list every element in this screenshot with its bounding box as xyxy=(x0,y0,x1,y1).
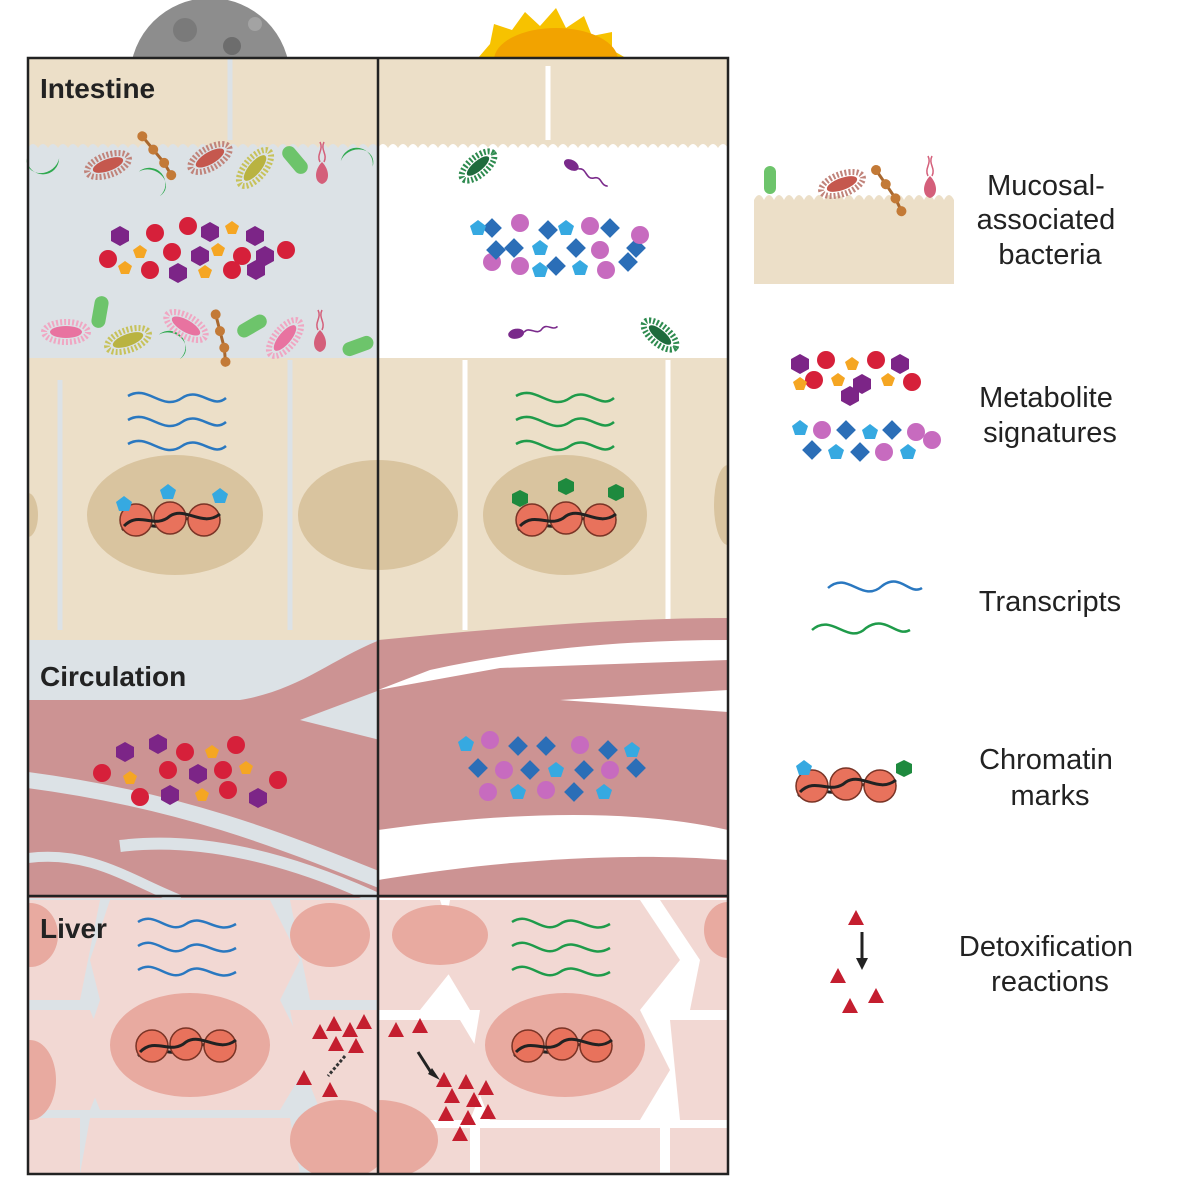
legend-transcripts-text: Transcripts xyxy=(979,586,1121,618)
panel-borders xyxy=(26,56,730,1176)
day-detox xyxy=(388,1018,496,1141)
legend-detox-text: Detoxification reactions xyxy=(959,931,1141,998)
legend-chromatin-icon xyxy=(794,760,912,804)
legend-transcripts-icon xyxy=(811,580,923,635)
legend-metabolite-icon xyxy=(791,351,941,462)
circulation-label: Circulation xyxy=(40,661,186,692)
day-liver-transcripts xyxy=(511,917,611,977)
legend-metabolite-text: Metabolite signatures xyxy=(979,382,1121,449)
legend-chromatin-text: Chromatin marks xyxy=(979,744,1121,812)
day-column xyxy=(378,58,728,1174)
night-transcripts xyxy=(127,391,227,452)
day-liver-chromatin xyxy=(510,1026,614,1064)
night-liver-transcripts xyxy=(137,917,237,977)
legend-mucosal-text: Mucosal- associated bacteria xyxy=(977,170,1124,271)
night-detox xyxy=(296,1014,372,1097)
day-transcripts xyxy=(515,391,615,452)
night-liver-chromatin xyxy=(134,1026,238,1064)
legend-detox-icon xyxy=(830,910,884,1013)
intestine-label: Intestine xyxy=(40,73,155,104)
day-chromatin xyxy=(512,478,624,538)
liver-label: Liver xyxy=(40,913,107,944)
legend-mucosal-icon xyxy=(754,155,954,284)
night-column xyxy=(28,58,378,1174)
